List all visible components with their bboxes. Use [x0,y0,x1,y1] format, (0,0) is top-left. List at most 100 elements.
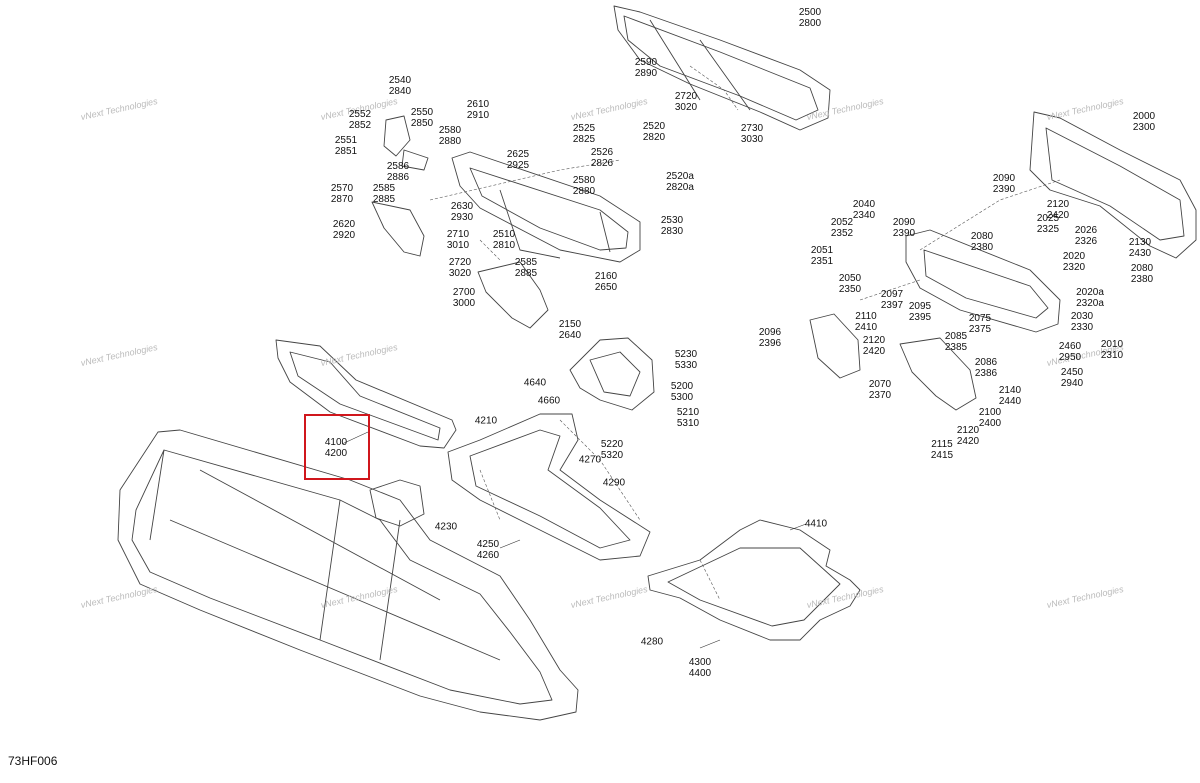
part-number: 2650 [594,282,618,293]
part-number: 2920 [332,230,356,241]
part-number: 2440 [998,396,1022,407]
part-number: 2351 [810,256,834,267]
part-number: 5210 [676,407,700,418]
part-number: 2590 [634,57,658,68]
part-number: 4260 [476,550,500,561]
part-number: 2826 [590,158,614,169]
part-number: 2585 [514,257,538,268]
part-number: 2095 [908,301,932,312]
callout-4270: 4270 [579,455,601,466]
part-number: 2090 [892,217,916,228]
part-number: 2025 [1036,213,1060,224]
part-number: 4400 [688,668,712,679]
part-number: 2460 [1058,341,1082,352]
part-number: 2586 [386,161,410,172]
callout-4410: 4410 [805,519,827,530]
door-frame-2625 [451,151,641,263]
callout-4280: 4280 [641,637,663,648]
part-number: 3020 [448,268,472,279]
part-number: 2085 [944,331,968,342]
part-number: 2720 [674,91,698,102]
part-number: 5310 [676,418,700,429]
part-number: 2120 [956,425,980,436]
part-number: 4660 [537,395,561,407]
part-number: 2020a [1076,287,1104,298]
part-number: 2852 [348,120,372,131]
part-number: 2830 [660,226,684,237]
part-number: 2910 [466,110,490,121]
skid-plate-4300 [647,519,861,641]
part-number: 2340 [852,210,876,221]
part-number: 2880 [572,186,596,197]
part-number: 2610 [466,99,490,110]
floor-panel-4250 [447,413,651,561]
part-number: 5330 [674,360,698,371]
part-number: 2130 [1128,237,1152,248]
part-number: 2850 [410,118,434,129]
part-number: 2110 [855,311,877,322]
part-number: 2450 [1060,367,1084,378]
part-number: 2710 [446,229,470,240]
part-number: 2851 [334,146,358,157]
part-number: 2300 [1132,122,1156,133]
part-number: 2075 [968,313,992,324]
part-number: 2380 [970,242,994,253]
door-panel-2500 [613,5,831,131]
part-number: 2150 [558,319,582,330]
part-number: 2420 [1046,210,1070,221]
part-number: 4290 [602,477,626,489]
part-number: 2885 [372,194,396,205]
callout-4210: 4210 [475,416,497,427]
part-number: 4230 [434,521,458,533]
part-number: 2050 [838,273,862,284]
part-number: 2520a [666,171,694,182]
part-number: 2550 [410,107,434,118]
part-number: 2390 [992,184,1016,195]
part-number: 2086 [974,357,998,368]
part-number: 2026 [1074,225,1098,236]
part-number: 2310 [1100,350,1124,361]
part-number: 2940 [1060,378,1084,389]
part-number: 2510 [492,229,516,240]
part-number: 2160 [594,271,618,282]
part-number: 2930 [450,212,474,223]
part-number: 2551 [334,135,358,146]
part-number: 2080 [1130,263,1154,274]
selected-part-highlight [304,414,370,480]
part-number: 4250 [476,539,500,550]
part-number: 2030 [1070,311,1094,322]
part-number: 2096 [758,327,782,338]
part-number: 2397 [880,300,904,311]
part-number: 5200 [670,381,694,392]
part-number: 5320 [600,450,624,461]
part-number: 2375 [968,324,992,335]
